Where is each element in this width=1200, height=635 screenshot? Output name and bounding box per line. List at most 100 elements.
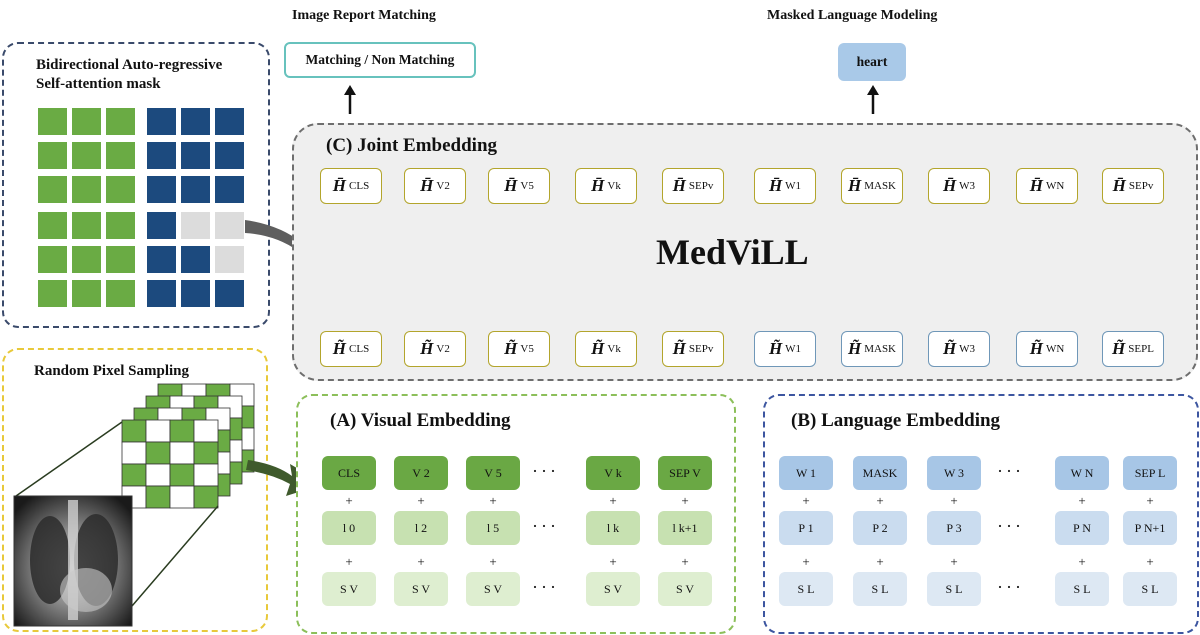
sampled-pixel: [193, 441, 219, 465]
visual-cell-r1: V 2: [394, 456, 448, 490]
token-symbol: H̃: [1112, 339, 1126, 358]
visual-cell-r3: S V: [658, 572, 712, 606]
irm-title: Image Report Matching: [292, 8, 436, 23]
plus-sign: +: [489, 493, 497, 508]
joint-top-token: H̄V5: [488, 168, 550, 204]
plus-sign: +: [1078, 493, 1086, 508]
language-cell-r2: P N+1: [1123, 511, 1177, 545]
joint-top-token: H̄Vk: [575, 168, 637, 204]
visual-cell-r2: l 0: [322, 511, 376, 545]
mask-cell: [181, 108, 210, 135]
joint-bottom-token: H̃WN: [1016, 331, 1078, 367]
plus-sign: +: [802, 493, 810, 508]
token-subscript: W3: [959, 343, 976, 355]
mask-cell: [147, 176, 176, 203]
mask-cell: [38, 280, 67, 307]
token-subscript: MASK: [864, 180, 897, 192]
language-cell-r1: W 1: [779, 456, 833, 490]
ellipsis: ···: [997, 516, 1024, 536]
mask-cell: [147, 212, 176, 239]
mask-cell: [106, 212, 135, 239]
language-cell-r3: S L: [779, 572, 833, 606]
token-subscript: V5: [520, 180, 534, 192]
token-symbol: H̄: [504, 176, 518, 195]
token-subscript: Vk: [607, 343, 621, 355]
mask-cell: [72, 212, 101, 239]
token-subscript: WN: [1045, 343, 1065, 355]
plus-sign: +: [681, 554, 689, 569]
token-symbol: H̄: [1029, 176, 1043, 195]
mask-cell: [38, 246, 67, 273]
joint-bottom-token: H̃V2: [404, 331, 466, 367]
sampled-pixel: [145, 463, 171, 487]
visual-cell-r2: l k: [586, 511, 640, 545]
language-cell-r1: MASK: [853, 456, 907, 490]
sampled-pixel: [193, 485, 219, 509]
mask-cell: [181, 280, 210, 307]
language-cell-r2: P 1: [779, 511, 833, 545]
mask-cell: [215, 280, 244, 307]
plus-sign: +: [802, 554, 810, 569]
language-cell-r1: W N: [1055, 456, 1109, 490]
ellipsis: ···: [532, 461, 559, 481]
plus-sign: +: [876, 493, 884, 508]
plus-sign: +: [417, 493, 425, 508]
token-symbol: H̃: [420, 339, 434, 358]
visual-cell-r2: l k+1: [658, 511, 712, 545]
sampled-pixel: [169, 463, 195, 487]
language-cell-r3: S L: [927, 572, 981, 606]
mask-cell: [72, 176, 101, 203]
mlm-title: Masked Language Modeling: [767, 8, 938, 23]
token-subscript: CLS: [349, 343, 370, 355]
mask-cell: [147, 142, 176, 169]
sampled-pixel: [121, 441, 147, 465]
language-embedding-title: (B) Language Embedding: [791, 410, 1001, 431]
mask-cell: [147, 108, 176, 135]
joint-bottom-token: H̃MASK: [841, 331, 903, 367]
plus-sign: +: [609, 493, 617, 508]
sampled-pixel: [193, 419, 219, 443]
token-subscript: V5: [520, 343, 534, 355]
model-name: MedViLL: [656, 232, 809, 272]
mask-cell: [215, 246, 244, 273]
plus-sign: +: [417, 554, 425, 569]
chest-xray-image: [13, 495, 133, 627]
token-symbol: H̃: [942, 339, 957, 358]
plus-sign: +: [950, 554, 958, 569]
joint-top-token: H̄W3: [928, 168, 990, 204]
token-symbol: H̄: [672, 176, 686, 195]
visual-cell-r3: S V: [322, 572, 376, 606]
token-symbol: H̄: [942, 176, 957, 195]
mask-cell: [72, 108, 101, 135]
joint-top-token: H̄W1: [754, 168, 816, 204]
token-symbol: H̄: [847, 176, 862, 195]
mask-cell: [181, 212, 210, 239]
joint-top-token: H̄CLS: [320, 168, 382, 204]
plus-sign: +: [489, 554, 497, 569]
language-cell-r3: S L: [1123, 572, 1177, 606]
token-subscript: CLS: [349, 180, 370, 192]
sampled-pixel: [145, 441, 171, 465]
mask-cell: [215, 142, 244, 169]
language-cell-r3: S L: [1055, 572, 1109, 606]
token-subscript: W1: [785, 343, 802, 355]
mask-cell: [38, 176, 67, 203]
token-symbol: H̃: [504, 339, 518, 358]
attention-mask-title: Bidirectional Auto-regressive Self-atten…: [36, 56, 222, 94]
plus-sign: +: [1146, 554, 1154, 569]
mask-cell: [147, 280, 176, 307]
mask-cell: [106, 280, 135, 307]
visual-cell-r1: V k: [586, 456, 640, 490]
plus-sign: +: [1078, 554, 1086, 569]
plus-sign: +: [1146, 493, 1154, 508]
joint-top-token: H̄MASK: [841, 168, 903, 204]
visual-cell-r2: l 2: [394, 511, 448, 545]
joint-bottom-token: H̃W1: [754, 331, 816, 367]
sampled-pixel: [169, 419, 195, 443]
token-symbol: H̃: [847, 339, 862, 358]
projection-line: [131, 505, 219, 607]
sampled-pixel: [169, 485, 195, 509]
